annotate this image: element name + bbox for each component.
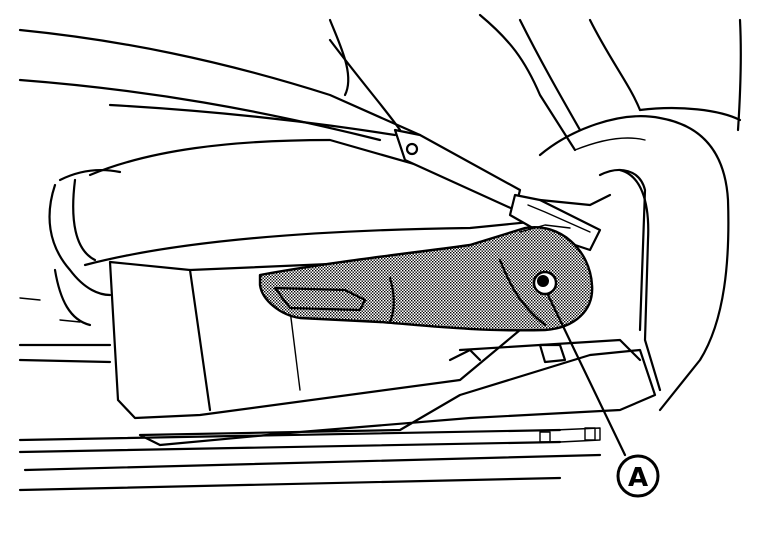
callout-a-label: A <box>628 463 648 493</box>
callout-a: A <box>546 293 660 498</box>
seat-back <box>328 13 742 412</box>
recliner-knob <box>532 270 558 296</box>
recliner-cover-shaded <box>258 224 594 332</box>
seat-rails <box>18 297 657 492</box>
seat-belt <box>328 38 612 252</box>
